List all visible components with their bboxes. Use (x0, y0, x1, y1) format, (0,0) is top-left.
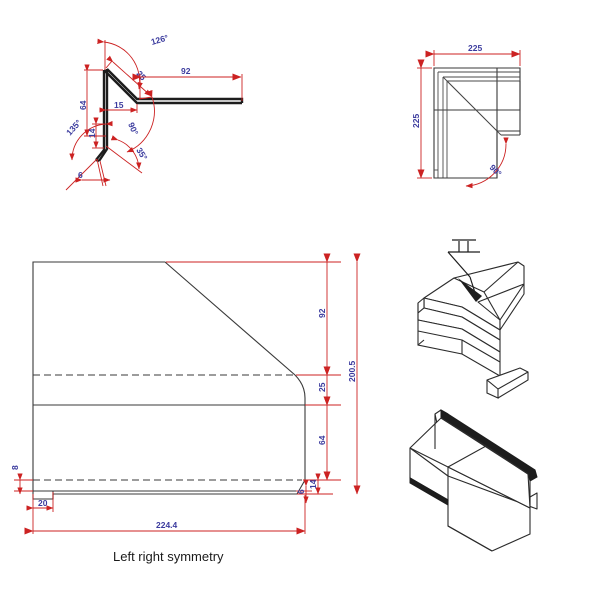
dim-14-profile-label: 14 (87, 128, 97, 138)
dim-6-flat: 6 (296, 479, 312, 504)
flat-pattern-outline (32, 261, 306, 500)
dim-224-4-label: 224.4 (156, 520, 178, 530)
dim-92-flat-label: 92 (317, 308, 327, 318)
dim-92-flat: 92 (166, 253, 341, 376)
dim-angle-35: 35° (105, 135, 150, 174)
dim-35-label: 35° (134, 146, 150, 163)
dim-224-4: 224.4 (24, 495, 306, 535)
dim-25-flat-label: 25 (317, 382, 327, 392)
dim-64-left: 64 (78, 64, 106, 137)
dim-64-flat-label: 64 (317, 435, 327, 445)
dim-8-flat: 8 (10, 465, 33, 495)
weld-symbol-group (447, 239, 482, 302)
dim-6-flat-label: 6 (296, 489, 306, 494)
dim-20-flat: 20 (26, 492, 54, 534)
flat-pattern-caption: Left right symmetry (113, 549, 224, 564)
dim-15: 15 (99, 100, 138, 113)
corner-plan-view: 225 225 90° (411, 43, 521, 189)
isometric-weld-detail-view (417, 239, 525, 377)
dim-14-flat: 14 (297, 473, 333, 495)
isometric-corner-assembly-view (409, 367, 538, 552)
dim-64-flat: 64 (303, 396, 341, 481)
dim-90-corner: 90° (465, 137, 509, 189)
dim-14-flat-label: 14 (308, 479, 318, 489)
dim-8-flat-label: 8 (10, 465, 20, 470)
dim-225-height-label: 225 (411, 114, 421, 128)
flat-pattern-view: 92 25 64 14 6 200.5 (10, 253, 361, 564)
dim-64-left-label: 64 (78, 100, 88, 110)
dim-135-label: 135° (64, 117, 84, 137)
dim-225-height: 225 (411, 59, 432, 179)
dim-14-profile: 14 (87, 117, 104, 149)
dim-200-5-label: 200.5 (347, 360, 357, 382)
dim-25-flat: 25 (305, 368, 341, 406)
dim-6-profile: 6 (75, 158, 111, 187)
dim-126-label: 126° (150, 32, 170, 47)
dim-20-flat-label: 20 (38, 498, 48, 508)
dim-angle-90-profile: 90° (126, 89, 155, 153)
dim-6-profile-label: 6 (78, 170, 83, 180)
dim-90-profile-label: 90° (126, 121, 141, 137)
dim-25-top-label: 25 (135, 69, 149, 83)
dim-92-top: 92 (132, 66, 243, 101)
profile-part-outline (95, 68, 244, 163)
dim-225-width: 225 (425, 43, 521, 66)
dim-92-top-label: 92 (181, 66, 191, 76)
dim-200-5: 200.5 (347, 253, 361, 495)
dim-90-corner-label: 90° (488, 162, 505, 179)
corner-plan-outline (433, 67, 521, 179)
dim-225-width-label: 225 (468, 43, 482, 53)
dim-15-label: 15 (114, 100, 124, 110)
section-profile-view: 126° 25 92 15 64 (64, 32, 244, 191)
